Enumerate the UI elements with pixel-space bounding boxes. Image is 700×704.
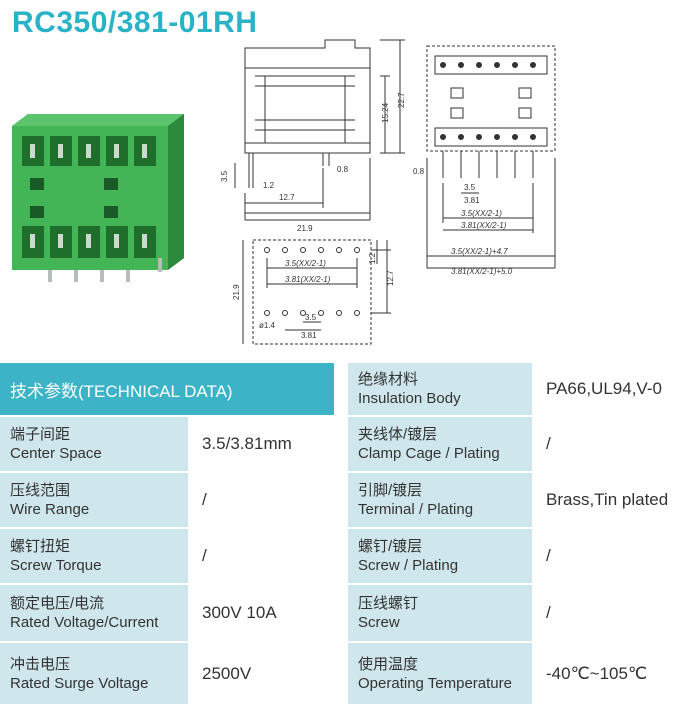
label-en: Screw Torque xyxy=(10,557,102,574)
spec-label-terminal: 引脚/镀层 Terminal / Plating xyxy=(348,473,532,527)
spec-label-clamp-cage: 夹线体/镀层 Clamp Cage / Plating xyxy=(348,417,532,471)
side-d2: 12.7 xyxy=(279,193,295,202)
value-text: 2500V xyxy=(202,663,252,683)
label-cn: 绝缘材料 xyxy=(358,371,419,388)
spec-label-screw-plating: 螺钉/镀层 Screw / Plating xyxy=(348,529,532,583)
spec-label-screw: 压线螺钉 Screw xyxy=(348,585,532,641)
pcb-p1: 3.5 xyxy=(305,313,317,322)
label-cn: 压线范围 xyxy=(10,482,71,499)
side-d3: 0.8 xyxy=(337,165,349,174)
side-width: 21.9 xyxy=(297,224,313,233)
label-en: Screw xyxy=(358,614,400,631)
label-cn: 使用温度 xyxy=(358,655,419,673)
label-en: Terminal / Plating xyxy=(358,501,474,518)
label-cn: 螺钉扭矩 xyxy=(10,538,71,555)
spec-label-insulation: 绝缘材料 Insulation Body xyxy=(348,363,532,415)
value-text: 3.5/3.81mm xyxy=(202,434,292,453)
spec-label-surge-voltage: 冲击电压 Rated Surge Voltage xyxy=(0,643,188,704)
spec-value-insulation: PA66,UL94,V-0 xyxy=(534,363,700,415)
spec-value-surge-voltage: 2500V xyxy=(190,643,334,704)
technical-drawing: 15.24 22.7 3.5 1.2 12.7 0.8 21.9 0.8 3.5… xyxy=(220,39,556,345)
label-cn: 端子间距 xyxy=(10,426,71,443)
value-text: / xyxy=(546,434,551,453)
spec-value-screw-torque: / xyxy=(190,529,334,583)
spec-value-wire-range: / xyxy=(190,473,334,527)
side-view xyxy=(234,39,405,221)
spec-value-clamp-cage: / xyxy=(534,417,700,471)
front-dim-a: 3.5(XX/2-1) xyxy=(461,209,502,218)
pcb-hole: ø1.4 xyxy=(259,321,276,330)
spec-table: 技术参数(TECHNICAL DATA) 端子间距 Center Space 3… xyxy=(0,363,700,704)
label-en: Insulation Body xyxy=(358,390,461,407)
side-h1: 15.24 xyxy=(381,102,390,123)
pcb-dim-a: 3.5(XX/2-1) xyxy=(285,259,326,268)
value-text: -40℃~105℃ xyxy=(546,663,648,683)
pcb-dim-b: 3.81(XX/2-1) xyxy=(285,275,331,284)
spec-label-rated-voltage: 额定电压/电流 Rated Voltage/Current xyxy=(0,585,188,641)
front-dim-d: 3.81(XX/2-1)+5.0 xyxy=(451,267,513,276)
pcb-h1: 1.2 xyxy=(368,252,377,264)
label-cn: 额定电压/电流 xyxy=(10,595,105,612)
front-view xyxy=(426,45,556,269)
side-pin: 3.5 xyxy=(220,170,229,182)
value-text: PA66,UL94,V-0 xyxy=(546,379,662,398)
pcb-h2: 12.7 xyxy=(386,270,395,286)
label-cn: 冲击电压 xyxy=(10,655,71,673)
spec-label-screw-torque: 螺钉扭矩 Screw Torque xyxy=(0,529,188,583)
spec-value-rated-voltage: 300V 10A xyxy=(190,585,334,641)
value-text: Brass,Tin plated xyxy=(546,490,669,509)
label-en: Operating Temperature xyxy=(358,674,512,692)
spec-header: 技术参数(TECHNICAL DATA) xyxy=(0,363,334,415)
value-text: / xyxy=(546,603,551,622)
spec-label-wire-range: 压线范围 Wire Range xyxy=(0,473,188,527)
pcb-view xyxy=(242,239,391,345)
spec-label-center-space: 端子间距 Center Space xyxy=(0,417,188,471)
spec-label-operating-temp: 使用温度 Operating Temperature xyxy=(348,643,532,704)
value-text: / xyxy=(546,546,551,565)
pcb-height: 21.9 xyxy=(232,284,241,300)
label-en: Center Space xyxy=(10,445,102,462)
spec-value-screw-plating: / xyxy=(534,529,700,583)
spec-value-terminal: Brass,Tin plated xyxy=(534,473,700,527)
label-cn: 压线螺钉 xyxy=(358,595,419,612)
spec-value-center-space: 3.5/3.81mm xyxy=(190,417,334,471)
side-h2: 22.7 xyxy=(397,92,406,108)
label-cn: 螺钉/镀层 xyxy=(358,538,423,555)
product-image xyxy=(12,114,184,282)
value-text: 300V 10A xyxy=(202,603,277,622)
label-en: Screw / Plating xyxy=(358,557,459,574)
spec-value-screw: / xyxy=(534,585,700,641)
front-dim-c: 3.5(XX/2-1)+4.7 xyxy=(451,247,508,256)
value-text: / xyxy=(202,490,207,509)
label-en: Clamp Cage / Plating xyxy=(358,445,500,462)
front-d2: 3.5 xyxy=(464,183,476,192)
label-en: Rated Voltage/Current xyxy=(10,614,159,631)
label-en: Wire Range xyxy=(10,501,90,518)
front-dim-b: 3.81(XX/2-1) xyxy=(461,221,507,230)
label-cn: 引脚/镀层 xyxy=(358,482,423,499)
label-cn: 夹线体/镀层 xyxy=(358,426,438,443)
pcb-p2: 3.81 xyxy=(301,331,317,340)
value-text: / xyxy=(202,546,207,565)
front-d3: 3.81 xyxy=(464,196,480,205)
spec-value-operating-temp: -40℃~105℃ xyxy=(534,643,700,704)
side-d1: 1.2 xyxy=(263,181,275,190)
front-d1: 0.8 xyxy=(413,167,425,176)
product-title: RC350/381-01RH xyxy=(12,6,258,39)
label-en: Rated Surge Voltage xyxy=(10,674,149,692)
